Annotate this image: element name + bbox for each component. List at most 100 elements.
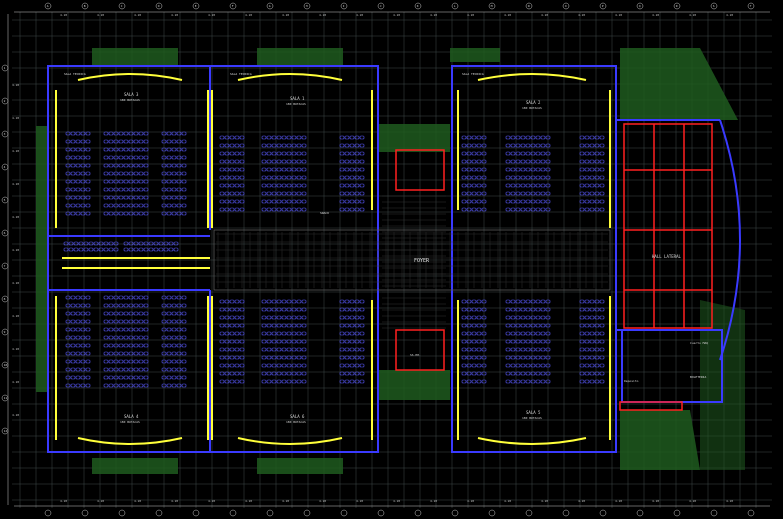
seat <box>166 131 172 136</box>
seat <box>349 199 355 204</box>
seat <box>224 347 230 352</box>
seat <box>301 199 307 204</box>
seat <box>80 211 86 216</box>
seat <box>476 331 482 336</box>
seat <box>339 151 345 156</box>
seat <box>349 159 355 164</box>
seat <box>80 295 86 300</box>
seat <box>579 347 585 352</box>
dimension-value-left: 4.20 <box>12 281 19 285</box>
seat <box>103 139 109 144</box>
seat <box>234 299 240 304</box>
seat <box>103 351 109 356</box>
seat <box>291 339 297 344</box>
seat <box>339 183 345 188</box>
seat <box>349 355 355 360</box>
seat <box>535 331 541 336</box>
seat <box>540 199 546 204</box>
seat <box>171 319 177 324</box>
seat <box>80 311 86 316</box>
axis-bubble-bottom <box>747 509 755 517</box>
seat <box>540 299 546 304</box>
seat <box>73 247 79 252</box>
seat <box>535 143 541 148</box>
seat <box>599 323 605 328</box>
seat <box>530 143 536 148</box>
seat <box>123 367 129 372</box>
seat <box>281 175 287 180</box>
seat <box>143 367 149 372</box>
seat <box>133 311 139 316</box>
seat <box>70 359 76 364</box>
seat <box>461 159 467 164</box>
label-sala-5: SALA 5 <box>526 410 541 415</box>
seat <box>239 339 245 344</box>
seat <box>359 307 365 312</box>
seat <box>589 207 595 212</box>
seat <box>171 139 177 144</box>
seat <box>589 347 595 352</box>
seat <box>143 155 149 160</box>
seat <box>461 315 467 320</box>
seat <box>143 319 149 324</box>
axis-marker-top: R <box>676 4 678 8</box>
seat <box>176 187 182 192</box>
seat <box>143 139 149 144</box>
seat <box>161 211 167 216</box>
seat <box>181 343 187 348</box>
seat <box>530 339 536 344</box>
seat <box>148 241 154 246</box>
seat <box>359 347 365 352</box>
seat <box>584 371 590 376</box>
seat <box>481 379 487 384</box>
seat <box>515 315 521 320</box>
seat <box>276 339 282 344</box>
label-sala-1: SALA 1 <box>290 96 305 101</box>
seat <box>359 315 365 320</box>
seat <box>540 339 546 344</box>
seat <box>296 331 302 336</box>
dimension-value-bottom: 4.20 <box>97 499 104 503</box>
seat <box>85 295 91 300</box>
seat <box>138 383 144 388</box>
seat <box>153 241 159 246</box>
seat <box>594 323 600 328</box>
seat <box>471 143 477 148</box>
seat <box>359 331 365 336</box>
seat <box>535 323 541 328</box>
seat <box>466 175 472 180</box>
seat <box>510 323 516 328</box>
seat <box>520 199 526 204</box>
seat <box>266 199 272 204</box>
seat <box>161 311 167 316</box>
seat <box>339 331 345 336</box>
seat <box>505 199 511 204</box>
seat <box>108 351 114 356</box>
seat <box>510 347 516 352</box>
seat <box>171 375 177 380</box>
seat <box>579 339 585 344</box>
seat <box>594 167 600 172</box>
seat <box>229 207 235 212</box>
planter-bottom-left <box>92 458 178 474</box>
dimension-value-top: 4.20 <box>689 13 696 17</box>
dimension-value-bottom: 4.20 <box>467 499 474 503</box>
seat <box>535 207 541 212</box>
seat <box>530 331 536 336</box>
axis-marker-top: P <box>602 4 604 8</box>
seat <box>461 371 467 376</box>
seat <box>118 171 124 176</box>
axis-marker-top: F <box>232 4 234 8</box>
seat <box>171 147 177 152</box>
seat <box>133 187 139 192</box>
seat <box>168 247 174 252</box>
seat <box>525 159 531 164</box>
seat <box>161 351 167 356</box>
seat <box>505 347 511 352</box>
seat <box>171 171 177 176</box>
seat <box>471 175 477 180</box>
dimension-value-left: 4.20 <box>12 149 19 153</box>
planter-top-right <box>450 48 500 62</box>
seat <box>75 335 81 340</box>
seat <box>535 347 541 352</box>
